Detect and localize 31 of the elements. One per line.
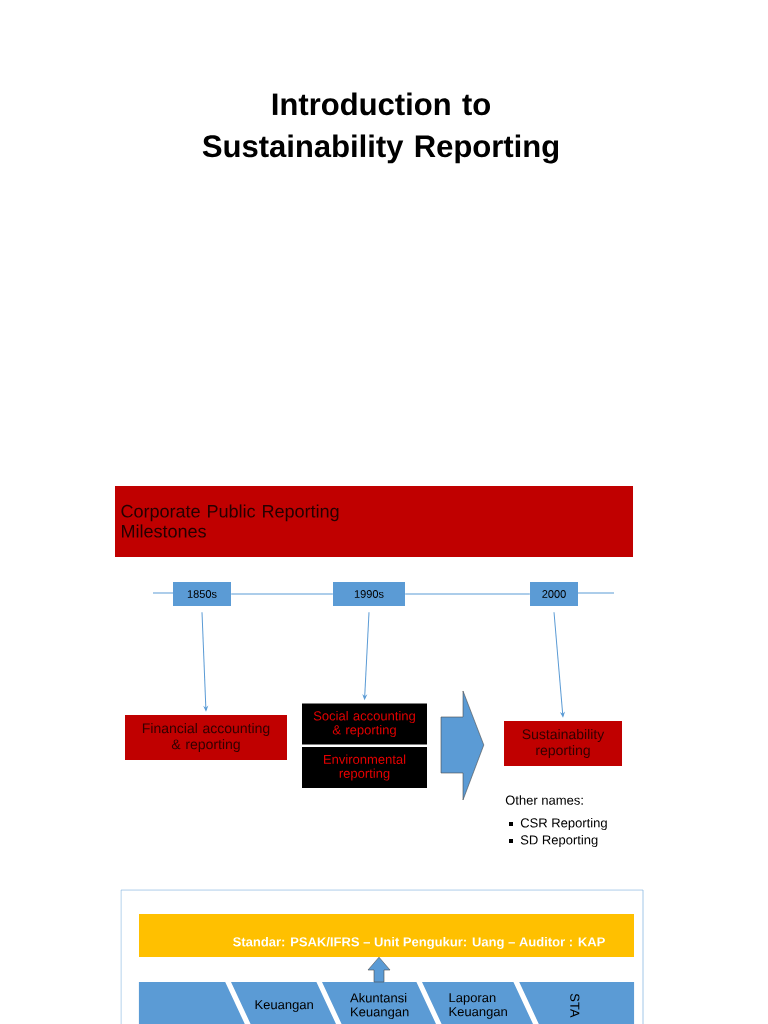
- year-box: 1990s: [333, 582, 405, 606]
- panel-frame: [120, 889, 644, 1024]
- block-arrow: [440, 690, 485, 801]
- milestone-box: Financial accounting & reporting: [125, 715, 287, 760]
- milestone-box: Sustainability reporting: [504, 721, 622, 766]
- year-box: 1850s: [173, 582, 231, 606]
- process-step: [138, 982, 245, 1024]
- arrow: [362, 611, 370, 700]
- arrow: [201, 611, 208, 711]
- milestone-box: Social accounting & reporting: [302, 703, 427, 745]
- bullet-item: CSR Reporting: [509, 817, 607, 831]
- node-label: Laporan Keuangan: [449, 993, 507, 1019]
- process-step: Laporan Keuangan: [422, 982, 533, 1024]
- process-step: Keuangan: [231, 982, 336, 1024]
- standard-band: Standar: PSAK/IFRS – Unit Pengukur: Uang – Auditor : KAP: [139, 914, 634, 957]
- timeline-line: [404, 593, 531, 595]
- node-label: STA: [570, 993, 580, 1018]
- arrow: [553, 611, 565, 717]
- node-label: Akuntansi Keuangan: [350, 992, 409, 1020]
- process-step: Akuntansi Keuangan: [322, 982, 436, 1024]
- node-label: Social accounting & reporting: [313, 710, 415, 738]
- list-heading: Other names:: [505, 795, 583, 805]
- milestone-box: Environmental reporting: [302, 747, 427, 788]
- node-label: Keuangan: [255, 1000, 313, 1012]
- bullet-item: SD Reporting: [509, 834, 598, 848]
- title: Introduction to Sustainability Reporting: [202, 92, 559, 164]
- block-arrow: [367, 956, 391, 983]
- process-step: STA: [519, 982, 635, 1024]
- timeline-line: [230, 593, 334, 595]
- header-banner: Corporate Public Reporting Milestones: [115, 486, 633, 557]
- year-box: 2000: [530, 582, 578, 606]
